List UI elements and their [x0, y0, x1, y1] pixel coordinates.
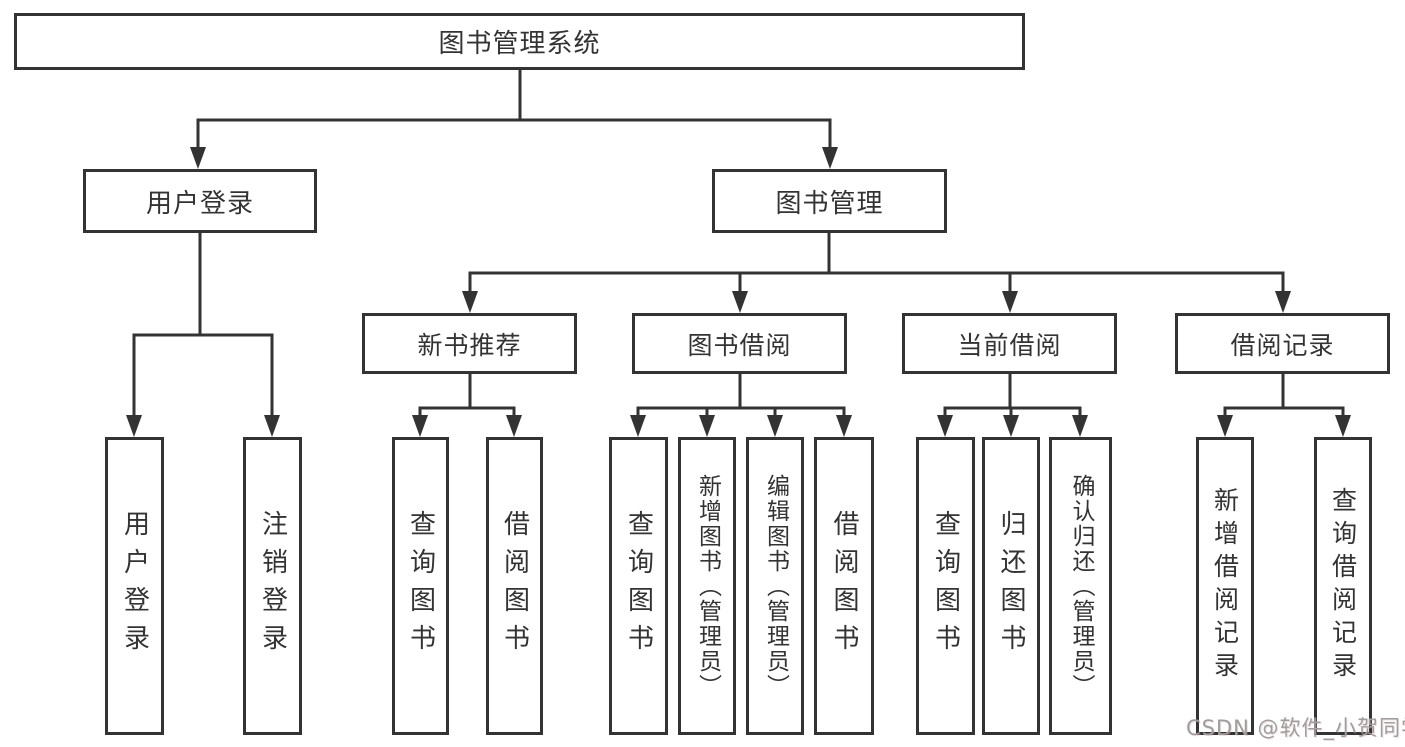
leaf-user-login: 用户登录	[105, 437, 164, 735]
node-borrow-records: 借阅记录	[1175, 313, 1390, 374]
leaf-query-books-recommend: 查询图书	[392, 437, 449, 735]
node-current-borrow: 当前借阅	[902, 313, 1117, 374]
leaf-add-borrow-record: 新增借阅记录	[1196, 437, 1254, 735]
leaf-borrow-books-recommend: 借阅图书	[486, 437, 543, 735]
leaf-query-borrow-record: 查询借阅记录	[1314, 437, 1372, 735]
node-root-system: 图书管理系统	[14, 13, 1025, 70]
leaf-confirm-return-admin: 确认归还（管理员）	[1049, 437, 1112, 735]
leaf-borrow-books: 借阅图书	[814, 437, 874, 735]
node-user-login: 用户登录	[83, 169, 317, 233]
node-book-borrow: 图书借阅	[632, 313, 847, 374]
node-new-book-recommend: 新书推荐	[362, 313, 577, 374]
leaf-query-books-borrow: 查询图书	[609, 437, 668, 735]
leaf-add-books-admin: 新增图书（管理员）	[678, 437, 736, 735]
leaf-edit-books-admin: 编辑图书（管理员）	[746, 437, 804, 735]
arrowheads	[126, 147, 1351, 437]
leaf-return-books: 归还图书	[982, 437, 1040, 735]
leaf-logout: 注销登录	[243, 437, 302, 735]
node-book-management: 图书管理	[712, 169, 947, 233]
csdn-watermark: CSDN @软件_小贺同学	[1186, 716, 1405, 740]
leaf-query-books-current: 查询图书	[916, 437, 975, 735]
